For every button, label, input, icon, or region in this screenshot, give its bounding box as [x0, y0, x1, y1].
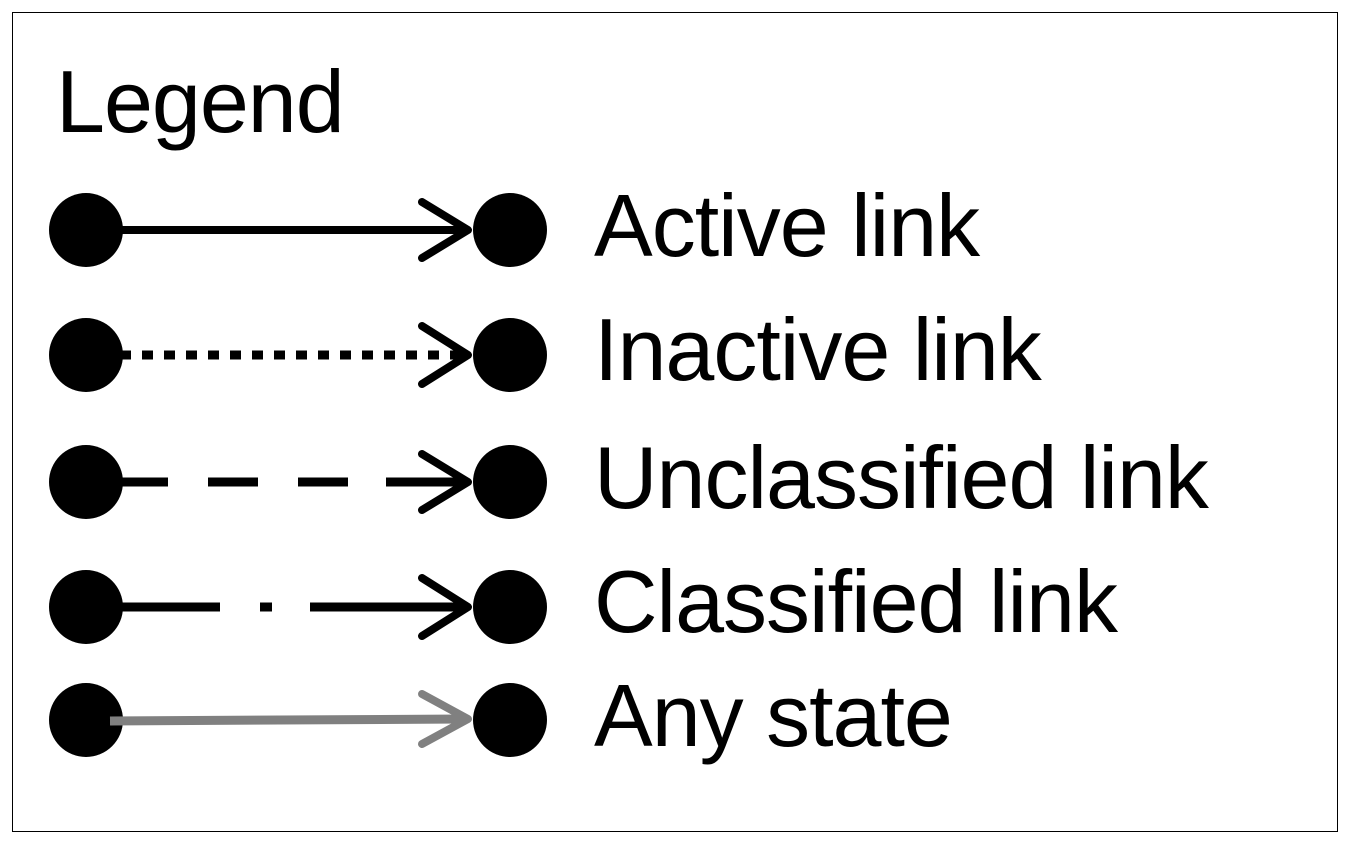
inactive-link-icon [49, 318, 547, 392]
legend-label-unclassified: Unclassified link [594, 428, 1209, 527]
legend-row-classified: Classified link [40, 552, 1320, 652]
unclassified-link-icon [49, 445, 547, 519]
legend-label-classified: Classified link [594, 552, 1118, 651]
legend-label-active: Active link [594, 176, 980, 275]
legend-row-inactive: Inactive link [40, 300, 1320, 400]
legend-label-inactive: Inactive link [594, 300, 1042, 399]
legend-row-any-state: Any state [40, 666, 1320, 766]
legend-title: Legend [56, 52, 345, 151]
any-state-link-icon [49, 683, 547, 757]
active-link-icon [49, 193, 547, 267]
classified-link-icon [49, 570, 547, 644]
legend-label-any-state: Any state [594, 666, 953, 765]
legend-row-active: Active link [40, 176, 1320, 276]
legend-box [12, 12, 1338, 832]
legend-row-unclassified: Unclassified link [40, 428, 1320, 528]
